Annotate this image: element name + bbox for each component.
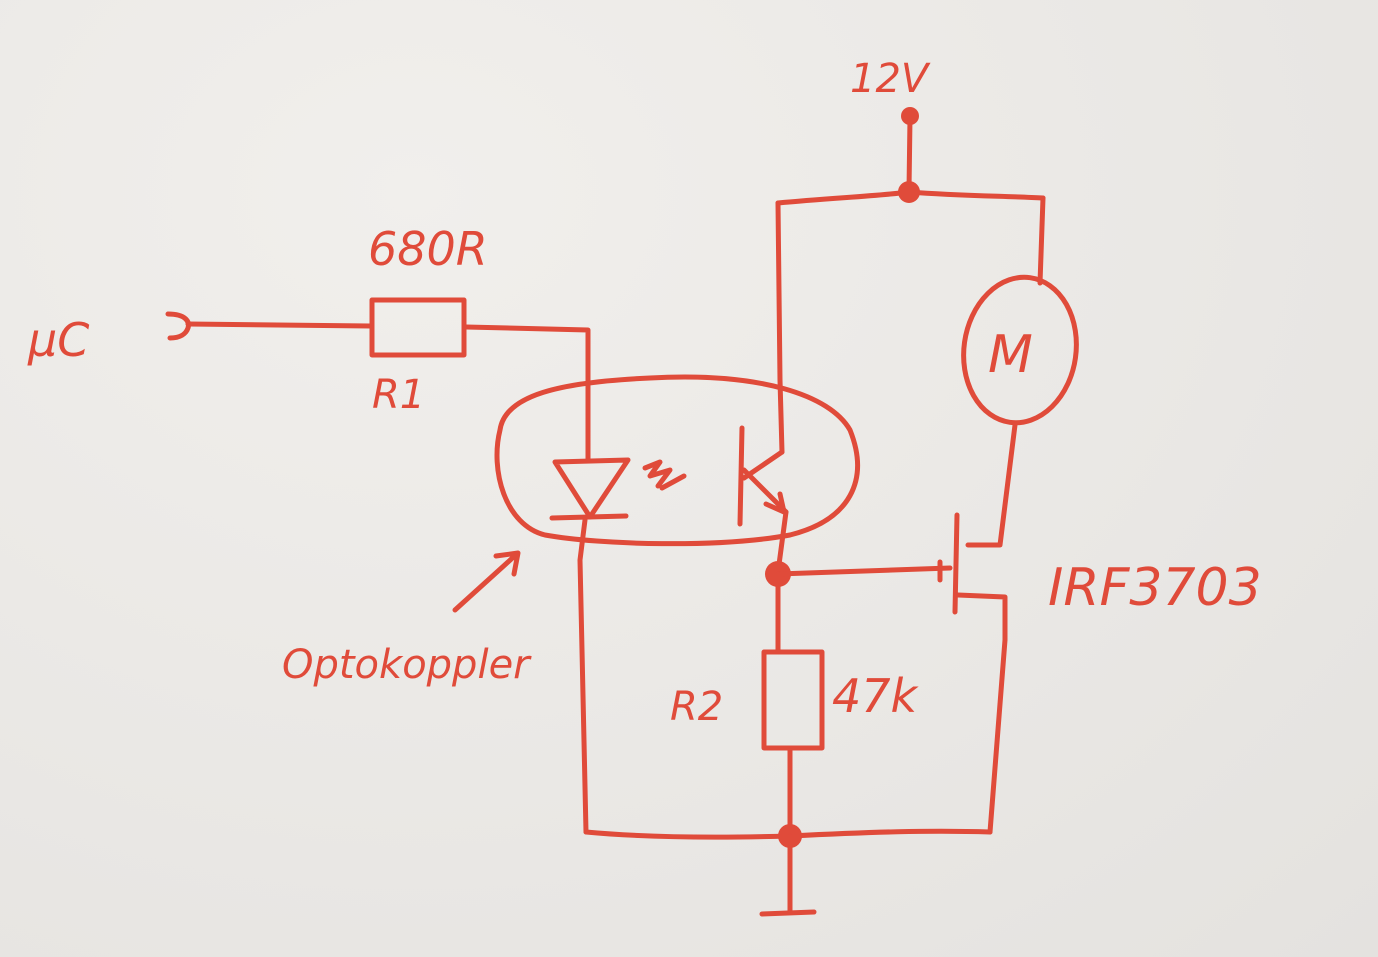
supply-label: 12V: [850, 56, 931, 102]
collector-wire: [775, 200, 785, 455]
r2-name-label: R2: [670, 684, 723, 730]
motor-drain-wire: [965, 422, 1018, 548]
top-junction-dot: [898, 181, 920, 203]
r1-value-label: 680R: [368, 222, 488, 276]
optocoupler-pointer-arrow: [452, 550, 521, 613]
ground-symbol: [759, 909, 817, 917]
optocoupler-label: Optokoppler: [282, 642, 532, 688]
mosfet-label: IRF3703: [1048, 558, 1262, 618]
supply-wire: [906, 115, 913, 193]
r1-name-label: R1: [372, 372, 425, 418]
led-emission-icon: [642, 459, 687, 491]
r1-symbol: [369, 297, 467, 358]
r2-value-label: 47k: [832, 669, 920, 723]
optocoupler-outline: [494, 374, 860, 547]
gate-wire: [775, 565, 953, 577]
led-bar: [549, 513, 629, 521]
motor-label: M: [988, 325, 1033, 385]
input-connector: [165, 311, 191, 341]
r2-symbol: [761, 649, 825, 751]
phototransistor-base: [737, 425, 745, 527]
input-wire: [185, 321, 373, 329]
led-cathode-wire: [577, 517, 589, 835]
supply-terminal: [901, 107, 919, 193]
input-label: µC: [27, 313, 89, 367]
mosfet-channel: [952, 512, 960, 615]
mosfet-source-wire: [955, 592, 1008, 835]
motor-symbol: [961, 274, 1079, 426]
led-triangle: [552, 457, 631, 520]
phototransistor-emitter: [741, 467, 789, 515]
r1-to-led-wire: [463, 324, 591, 463]
motor-top-wire: [1037, 195, 1046, 286]
